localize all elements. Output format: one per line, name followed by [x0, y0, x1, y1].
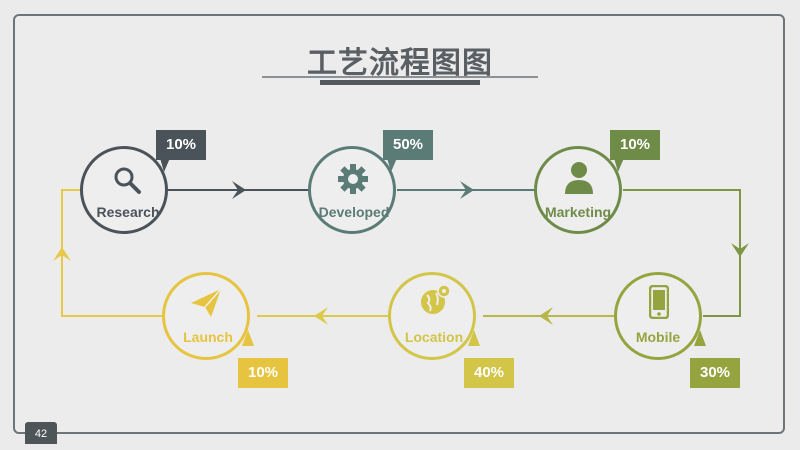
arrow-left-icon — [539, 307, 553, 325]
title-underline-bar — [320, 80, 480, 85]
percent-badge: 30% — [690, 358, 740, 388]
step-label: Research — [96, 204, 160, 220]
percent-badge: 10% — [156, 130, 206, 160]
badge-pointer — [242, 330, 254, 346]
badge-pointer — [387, 158, 397, 172]
badge-pointer — [468, 330, 480, 346]
badge-pointer — [694, 330, 706, 346]
slide-title: 工艺流程图图 — [307, 46, 493, 81]
page-number: 42 — [25, 422, 57, 444]
person-icon — [565, 162, 593, 194]
percent-badge: 10% — [238, 358, 288, 388]
globe-pin-icon — [421, 284, 451, 314]
step-launch[interactable] — [162, 272, 250, 360]
percent-badge: 50% — [383, 130, 433, 160]
step-label: Location — [404, 329, 464, 345]
arrow-up-icon — [53, 247, 71, 261]
paper-plane-icon — [191, 288, 222, 317]
step-label: Marketing — [544, 204, 612, 220]
percent-badge: 10% — [610, 130, 660, 160]
title-underline — [262, 76, 538, 78]
gear-icon — [338, 164, 368, 194]
step-location[interactable] — [388, 272, 476, 360]
step-mobile[interactable] — [614, 272, 702, 360]
arrow-left-icon — [314, 307, 328, 325]
step-label: Mobile — [635, 329, 681, 345]
percent-badge: 40% — [464, 358, 514, 388]
phone-icon — [649, 285, 669, 319]
badge-pointer — [614, 158, 624, 172]
search-icon — [114, 167, 141, 194]
arrow-right-icon — [232, 181, 246, 199]
step-label: Launch — [183, 329, 233, 345]
badge-pointer — [160, 158, 170, 172]
step-label: Developed — [318, 204, 390, 220]
arrow-down-icon — [731, 243, 749, 257]
arrow-right-icon — [460, 181, 474, 199]
step-research[interactable] — [80, 146, 168, 234]
